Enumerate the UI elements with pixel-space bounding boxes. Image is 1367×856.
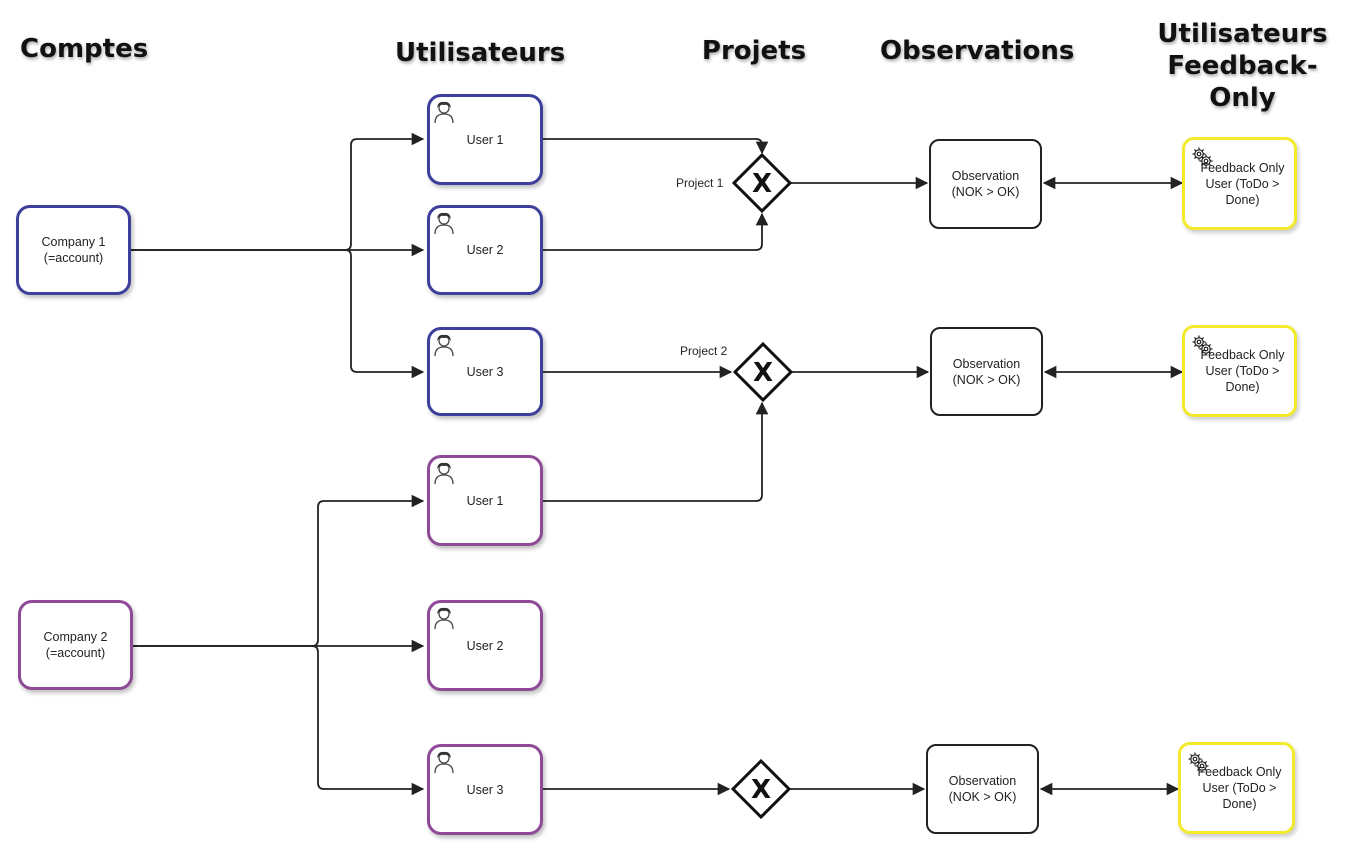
header-feedback-only-line2: Feedback-Only — [1167, 51, 1318, 113]
user-icon — [434, 607, 454, 630]
exclusive-gateway-x-icon: X — [752, 169, 772, 199]
observation-label: Observation (NOK > OK) — [952, 356, 1021, 387]
user-label: User 3 — [466, 782, 504, 797]
header-projets: Projets — [701, 36, 807, 66]
company-2-user-3-node[interactable]: User 3 — [427, 744, 543, 835]
header-feedback-only-line1: Utilisateurs — [1157, 19, 1328, 49]
observation-label: Observation (NOK > OK) — [948, 774, 1017, 804]
project-3-gateway[interactable]: X — [731, 759, 791, 819]
feedback-user-label: Feedback Only User (ToDo > Done) — [1197, 765, 1282, 811]
project-2-label: Project 2 — [680, 344, 728, 358]
user-label: User 1 — [466, 132, 504, 147]
user-label: User 1 — [466, 493, 504, 508]
user-icon — [434, 751, 454, 774]
edge-c1user1-project1 — [543, 138, 769, 155]
feedback-user-2-node[interactable]: Feedback Only User (ToDo > Done) — [1182, 325, 1297, 417]
user-icon — [434, 101, 454, 124]
company-2-label: Company 2 (=account) — [43, 630, 108, 660]
edge-company1-user1 — [131, 132, 425, 251]
company-2-user-2-node[interactable]: User 2 — [427, 600, 543, 691]
user-label: User 2 — [466, 638, 504, 653]
gear-icon — [1192, 147, 1213, 168]
header-utilisateurs: Utilisateurs — [395, 38, 566, 68]
feedback-user-label: Feedback Only User (ToDo > Done) — [1200, 348, 1285, 394]
user-label: User 2 — [466, 243, 504, 257]
user-icon — [434, 334, 454, 357]
project-1-gateway[interactable]: X — [732, 153, 792, 213]
company-1-user-2-node[interactable]: User 2 — [427, 205, 543, 295]
gear-icon — [1188, 752, 1209, 773]
header-feedback-only: Utilisateurs Feedback-Only — [1140, 18, 1345, 114]
project-2-gateway[interactable]: X — [733, 342, 793, 402]
edge-company2-user1 — [133, 494, 425, 647]
company-2-node[interactable]: Company 2 (=account) — [18, 600, 133, 690]
observation-1-node[interactable]: Observation (NOK > OK) — [929, 139, 1042, 229]
header-observations: Observations — [880, 36, 1075, 66]
feedback-user-1-node[interactable]: Feedback Only User (ToDo > Done) — [1182, 137, 1297, 230]
edge-c2user1-project2 — [543, 401, 769, 502]
company-1-node[interactable]: Company 1 (=account) — [16, 205, 131, 295]
company-1-user-1-node[interactable]: User 1 — [427, 94, 543, 185]
feedback-user-label: Feedback Only User (ToDo > Done) — [1200, 160, 1285, 207]
edge-c1user2-project1 — [543, 212, 769, 251]
company-2-user-1-node[interactable]: User 1 — [427, 455, 543, 546]
observation-3-node[interactable]: Observation (NOK > OK) — [926, 744, 1039, 834]
project-1-label: Project 1 — [676, 176, 724, 190]
header-comptes: Comptes — [20, 34, 149, 64]
gear-icon — [1192, 335, 1213, 356]
edge-company2-user3 — [311, 645, 425, 796]
user-label: User 3 — [466, 364, 504, 379]
exclusive-gateway-x-icon: X — [753, 358, 773, 388]
exclusive-gateway-x-icon: X — [751, 775, 771, 805]
company-1-user-3-node[interactable]: User 3 — [427, 327, 543, 416]
observation-2-node[interactable]: Observation (NOK > OK) — [930, 327, 1043, 416]
feedback-user-3-node[interactable]: Feedback Only User (ToDo > Done) — [1178, 742, 1295, 834]
user-icon — [434, 462, 454, 485]
observation-label: Observation (NOK > OK) — [951, 169, 1020, 199]
edge-company1-user3 — [344, 249, 425, 379]
company-1-label: Company 1 (=account) — [41, 235, 106, 265]
user-icon — [434, 212, 454, 235]
